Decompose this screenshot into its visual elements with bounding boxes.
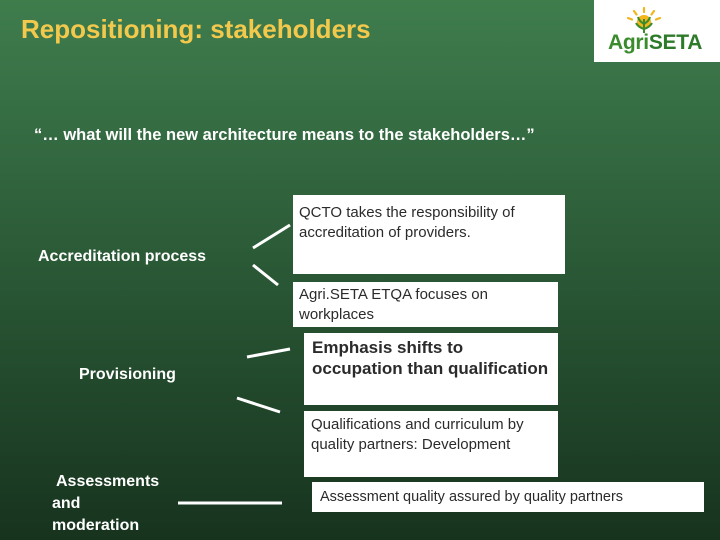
connector-accreditation-upper bbox=[252, 223, 291, 250]
connector-provisioning-lower bbox=[236, 396, 281, 414]
quote-text: “… what will the new architecture means … bbox=[34, 126, 535, 144]
label-assessments-line3: moderation bbox=[52, 517, 140, 534]
box-assessment-quality: Assessment quality assured by quality pa… bbox=[312, 482, 704, 512]
box-etqa-workplaces: Agri.SETA ETQA focuses on workplaces bbox=[293, 282, 558, 327]
label-assessments-line1: Assessments bbox=[56, 473, 160, 490]
box-qcto-responsibility: QCTO takes the responsibility of accredi… bbox=[293, 195, 565, 274]
label-accreditation-process: Accreditation process bbox=[38, 248, 207, 265]
sun-wheat-icon bbox=[626, 6, 662, 33]
slide-title: Repositioning: stakeholders bbox=[21, 14, 371, 44]
connector-accreditation-lower bbox=[252, 263, 279, 287]
box-qualifications-curriculum: Qualifications and curriculum by quality… bbox=[304, 411, 558, 477]
logo-wordmark: AgriSETA bbox=[608, 31, 702, 55]
agriseta-logo: AgriSETA bbox=[594, 0, 720, 62]
label-assessments-and-moderation: Assessments and moderation bbox=[52, 471, 192, 537]
label-assessments-line2: and bbox=[52, 495, 81, 512]
logo-text-agri: Agri bbox=[608, 31, 649, 54]
box-emphasis-occupation: Emphasis shifts to occupation than quali… bbox=[304, 333, 558, 405]
logo-text-seta: SETA bbox=[648, 31, 703, 54]
connector-provisioning-upper bbox=[246, 347, 291, 359]
label-provisioning: Provisioning bbox=[79, 366, 176, 383]
